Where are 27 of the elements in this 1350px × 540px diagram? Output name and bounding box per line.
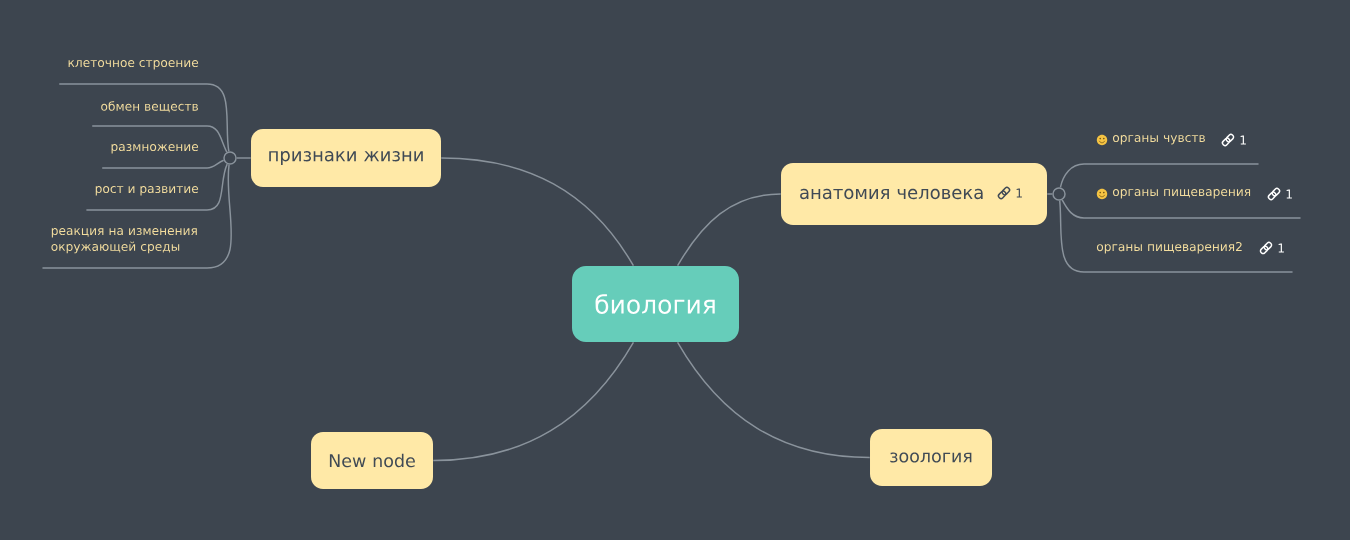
topic-box: зоология xyxy=(870,429,992,486)
topic-box: New node xyxy=(311,432,433,489)
link-count: 1 xyxy=(1240,135,1246,145)
branch-line xyxy=(1058,199,1085,273)
subtopic-label: рост и развитие xyxy=(85,186,208,211)
link-count: 1 xyxy=(1286,189,1292,199)
topic-box: признаки жизни xyxy=(251,129,441,187)
subtopic-label: размножение xyxy=(101,144,208,169)
subtopic-label: обмен веществ xyxy=(91,101,208,127)
branch-line xyxy=(206,163,228,211)
branch-line xyxy=(206,125,228,153)
branch-line xyxy=(676,193,782,267)
branch-line xyxy=(676,341,871,459)
subtopic-label: клеточное строение xyxy=(58,60,208,85)
branch-line xyxy=(236,157,252,159)
branch-line xyxy=(206,163,233,269)
branch-line xyxy=(206,83,230,153)
branch-line xyxy=(1059,163,1085,189)
subtopic-label: реакция на изменения окружающей среды xyxy=(41,228,208,269)
link-count: 1 xyxy=(1016,188,1022,198)
branch-line xyxy=(1046,193,1053,195)
branch-line xyxy=(1061,199,1085,219)
topic-box: биология xyxy=(572,266,739,342)
branch-line xyxy=(432,341,635,462)
link-count: 1 xyxy=(1278,243,1284,253)
branch-line xyxy=(206,159,225,169)
branch-line xyxy=(440,157,635,267)
